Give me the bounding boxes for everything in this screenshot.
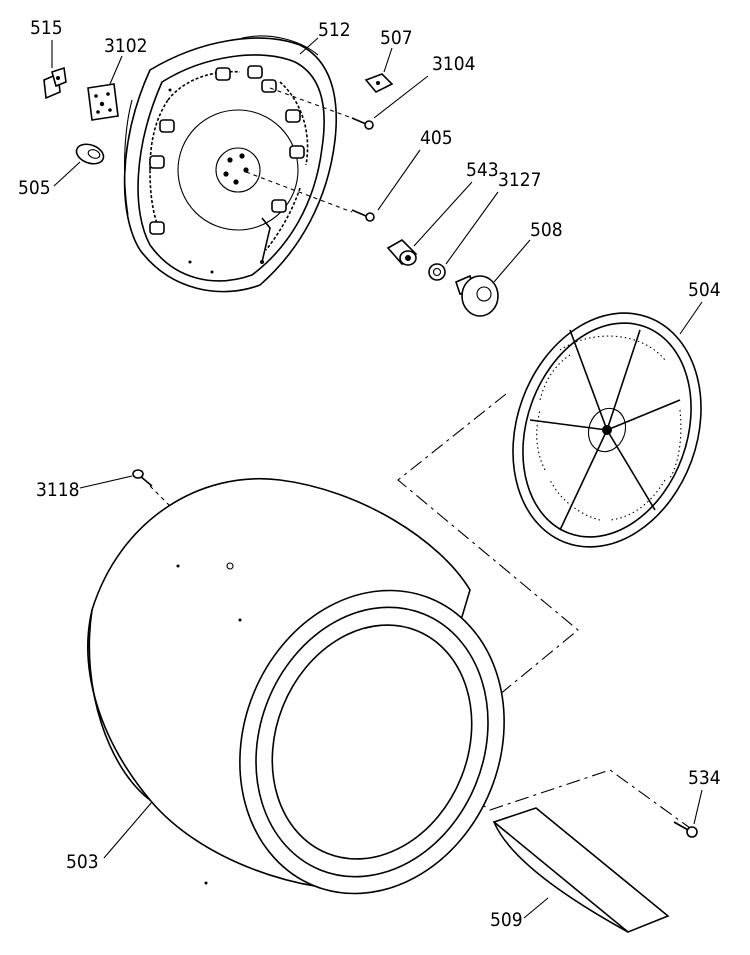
bracket-515-drawing: [43, 66, 67, 100]
screw-3118-drawing: [132, 469, 153, 487]
label-505: 505: [18, 177, 51, 199]
shaft-508-drawing: [455, 274, 499, 317]
plate-3102-drawing: [87, 83, 119, 121]
alignment-line-1: [397, 393, 579, 761]
baffle-509-drawing: [492, 807, 670, 933]
axis-line-3104: [269, 87, 353, 119]
label-512: 512: [318, 19, 351, 41]
label-405: 405: [420, 127, 453, 149]
insulator-505-drawing: [75, 143, 105, 165]
bearing-543-drawing: [386, 239, 418, 266]
label-543: 543: [466, 159, 499, 181]
label-509: 509: [490, 909, 523, 931]
baffle-disk-504-drawing: [512, 312, 702, 548]
screw-534-drawing: [673, 821, 698, 838]
label-3127: 3127: [498, 169, 542, 191]
label-515: 515: [30, 17, 63, 39]
clip-507-drawing: [364, 73, 394, 93]
label-534: 534: [688, 767, 721, 789]
axis-line-rear: [245, 171, 353, 213]
washer-3127-drawing: [428, 263, 446, 281]
drum-503-drawing: [87, 478, 505, 895]
screw-405-drawing: [351, 209, 375, 222]
label-3102: 3102: [104, 35, 148, 57]
screw-3104-drawing: [351, 117, 374, 130]
label-503: 503: [66, 851, 99, 873]
label-3104: 3104: [432, 53, 476, 75]
label-3118: 3118: [36, 479, 80, 501]
label-504: 504: [688, 279, 721, 301]
label-507: 507: [380, 27, 413, 49]
rear-drum-head-drawing: [123, 35, 338, 293]
leader-lines: [51, 37, 703, 919]
label-508: 508: [530, 219, 563, 241]
